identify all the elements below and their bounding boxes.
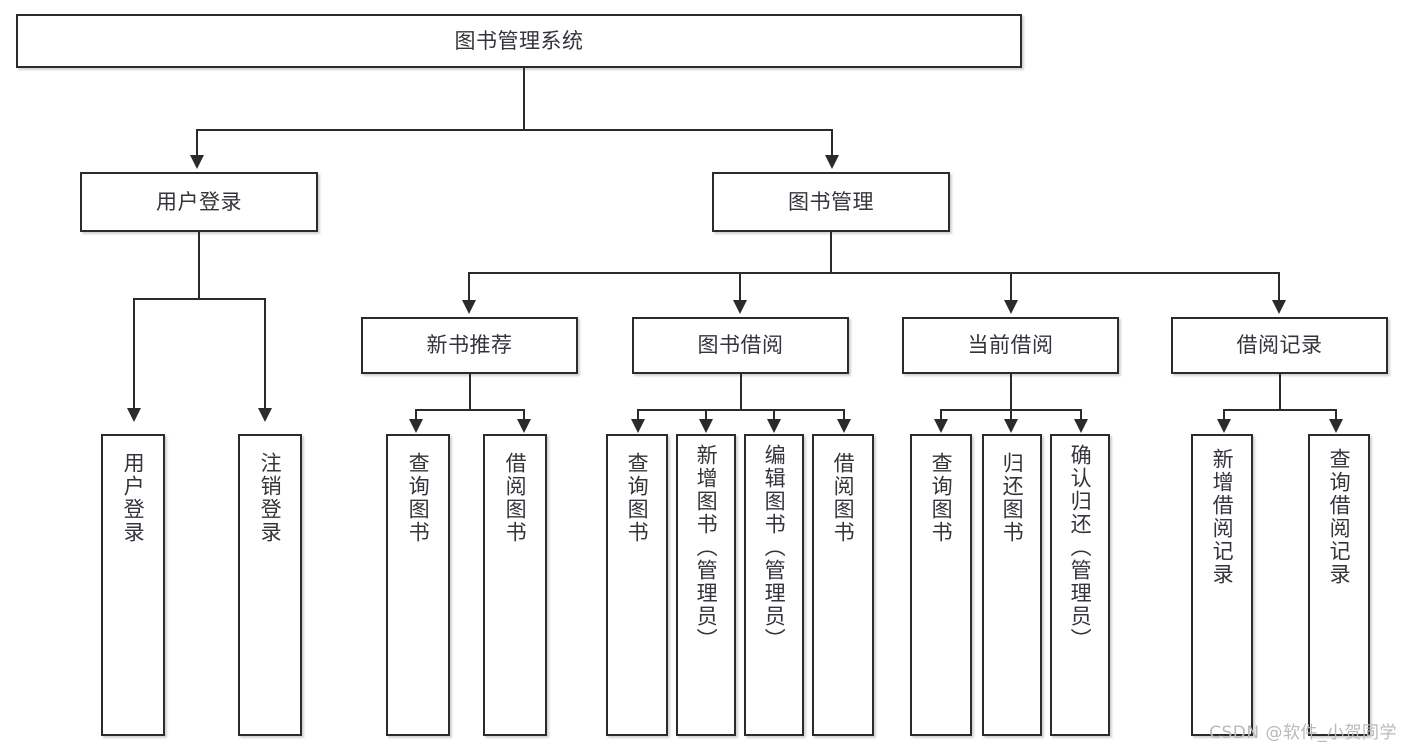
node-label: 用户登录 bbox=[121, 452, 146, 544]
leaf-book-borrow-add-book-admin[interactable]: 新增图书（管理员） bbox=[676, 434, 736, 736]
connector-new-book-drop-1 bbox=[523, 409, 525, 421]
node-label: 新增借阅记录 bbox=[1210, 448, 1235, 586]
arrow-current-borrow-leaf-2 bbox=[1074, 419, 1088, 433]
node-label: 查询图书 bbox=[406, 452, 431, 544]
leaf-new-book-query-book[interactable]: 查询图书 bbox=[386, 434, 450, 736]
leaf-user-login-logout[interactable]: 注销登录 bbox=[238, 434, 302, 736]
connector-book-borrow-drop-2 bbox=[773, 409, 775, 421]
connector-borrow-record-drop-1 bbox=[1335, 409, 1337, 421]
leaf-current-borrow-return-book[interactable]: 归还图书 bbox=[982, 434, 1042, 736]
arrow-new-book-leaf-0 bbox=[409, 419, 423, 433]
arrow-current-borrow-leaf-1 bbox=[1004, 419, 1018, 433]
arrow-book-borrow-leaf-3 bbox=[837, 419, 851, 433]
connector-current-borrow-drop-0 bbox=[940, 409, 942, 421]
node-label: 当前借阅 bbox=[967, 333, 1054, 358]
node-user-login[interactable]: 用户登录 bbox=[80, 172, 318, 232]
arrow-book-borrow-leaf-0 bbox=[631, 419, 645, 433]
connector-book-borrow-bar bbox=[637, 409, 845, 411]
node-label: 借阅图书 bbox=[503, 452, 528, 544]
connector-user-login-bar bbox=[133, 298, 266, 300]
arrow-level1-0 bbox=[190, 155, 204, 169]
arrow-borrow-record-leaf-1 bbox=[1329, 419, 1343, 433]
arrow-current-borrow-leaf-0 bbox=[934, 419, 948, 433]
connector-current-borrow-drop-2 bbox=[1080, 409, 1082, 421]
arrow-level2-2 bbox=[1004, 300, 1018, 314]
node-book-management[interactable]: 图书管理 bbox=[712, 172, 950, 232]
node-label: 确认归还（管理员） bbox=[1068, 444, 1093, 651]
leaf-book-borrow-query-book[interactable]: 查询图书 bbox=[606, 434, 668, 736]
connector-book-borrow-drop-0 bbox=[637, 409, 639, 421]
node-label: 新书推荐 bbox=[426, 333, 513, 358]
connector-current-borrow-drop-1 bbox=[1010, 409, 1012, 421]
node-label: 新增图书（管理员） bbox=[694, 444, 719, 651]
node-root-book-management-system[interactable]: 图书管理系统 bbox=[16, 14, 1022, 68]
arrow-level2-0 bbox=[462, 300, 476, 314]
node-label: 归还图书 bbox=[1000, 452, 1025, 544]
node-label: 图书管理 bbox=[788, 189, 874, 214]
leaf-current-borrow-query-book[interactable]: 查询图书 bbox=[910, 434, 972, 736]
connector-new-book-bar bbox=[415, 409, 525, 411]
connector-level2-drop-3 bbox=[1278, 272, 1280, 302]
connector-level2-drop-1 bbox=[739, 272, 741, 302]
node-label: 查询图书 bbox=[929, 452, 954, 544]
connector-current-borrow-stem bbox=[1010, 374, 1012, 410]
connector-level1-bar bbox=[196, 129, 833, 131]
arrow-book-borrow-leaf-1 bbox=[699, 419, 713, 433]
arrow-user-login-leaf-1 bbox=[258, 408, 272, 422]
node-label: 图书借阅 bbox=[697, 333, 784, 358]
connector-level1-drop-1 bbox=[831, 129, 833, 157]
connector-root-stem bbox=[523, 68, 525, 130]
leaf-user-login-do-login[interactable]: 用户登录 bbox=[101, 434, 165, 736]
connector-book-borrow-stem bbox=[740, 374, 742, 410]
node-borrow-record[interactable]: 借阅记录 bbox=[1171, 317, 1388, 374]
arrow-borrow-record-leaf-0 bbox=[1217, 419, 1231, 433]
connector-level2-bar bbox=[468, 272, 1280, 274]
node-label: 借阅图书 bbox=[831, 452, 856, 544]
connector-book-borrow-drop-1 bbox=[705, 409, 707, 421]
leaf-borrow-record-query-record[interactable]: 查询借阅记录 bbox=[1308, 434, 1370, 736]
node-label: 借阅记录 bbox=[1236, 333, 1323, 358]
node-label: 查询借阅记录 bbox=[1327, 448, 1352, 586]
connector-level2-drop-2 bbox=[1010, 272, 1012, 302]
node-label: 用户登录 bbox=[156, 189, 242, 214]
leaf-book-borrow-edit-book-admin[interactable]: 编辑图书（管理员） bbox=[744, 434, 804, 736]
arrow-level2-1 bbox=[733, 300, 747, 314]
arrow-level1-1 bbox=[825, 155, 839, 169]
arrow-new-book-leaf-1 bbox=[517, 419, 531, 433]
connector-new-book-stem bbox=[469, 374, 471, 410]
connector-new-book-drop-0 bbox=[415, 409, 417, 421]
arrow-user-login-leaf-0 bbox=[127, 408, 141, 422]
connector-borrow-record-drop-0 bbox=[1223, 409, 1225, 421]
arrow-book-borrow-leaf-2 bbox=[767, 419, 781, 433]
arrow-level2-3 bbox=[1272, 300, 1286, 314]
connector-user-login-drop-0 bbox=[133, 298, 135, 410]
node-new-book-recommend[interactable]: 新书推荐 bbox=[361, 317, 578, 374]
connector-borrow-record-stem bbox=[1279, 374, 1281, 410]
node-label: 查询图书 bbox=[625, 452, 650, 544]
node-label: 注销登录 bbox=[258, 452, 283, 544]
node-book-borrow[interactable]: 图书借阅 bbox=[632, 317, 849, 374]
node-label: 图书管理系统 bbox=[454, 28, 584, 53]
connector-book-borrow-drop-3 bbox=[843, 409, 845, 421]
leaf-book-borrow-borrow-book[interactable]: 借阅图书 bbox=[812, 434, 874, 736]
connector-level2-drop-0 bbox=[468, 272, 470, 302]
connector-borrow-record-bar bbox=[1223, 409, 1337, 411]
connector-level1-drop-0 bbox=[196, 129, 198, 157]
node-label: 编辑图书（管理员） bbox=[762, 444, 787, 651]
node-current-borrow[interactable]: 当前借阅 bbox=[902, 317, 1119, 374]
connector-user-login-stem bbox=[198, 232, 200, 299]
leaf-current-borrow-confirm-return-admin[interactable]: 确认归还（管理员） bbox=[1050, 434, 1110, 736]
connector-user-login-drop-1 bbox=[264, 298, 266, 410]
leaf-new-book-borrow-book[interactable]: 借阅图书 bbox=[483, 434, 547, 736]
leaf-borrow-record-add-record[interactable]: 新增借阅记录 bbox=[1191, 434, 1253, 736]
connector-book-management-stem bbox=[830, 232, 832, 273]
